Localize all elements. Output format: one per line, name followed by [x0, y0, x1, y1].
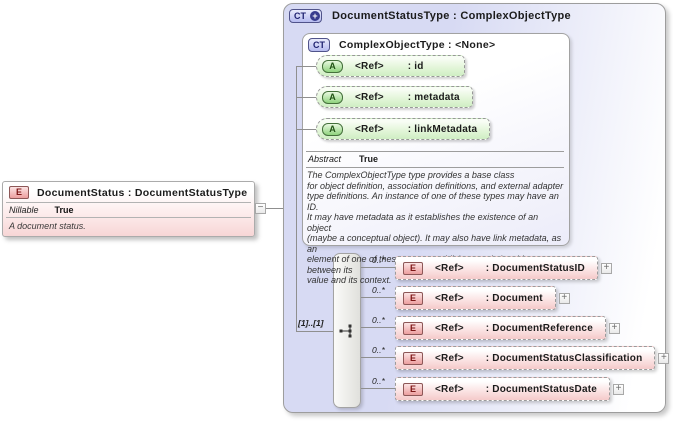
divider: [6, 202, 251, 203]
attribute-row[interactable]: A <Ref> : linkMetadata: [296, 118, 491, 140]
attribute-ref: <Ref>: [355, 60, 384, 72]
expand-button[interactable]: +: [658, 352, 670, 364]
complextype-badge-icon: CT: [308, 38, 330, 52]
divider: [306, 167, 564, 168]
connector-line: 0..*: [361, 255, 395, 280]
expand-button[interactable]: +: [613, 383, 625, 395]
element-badge-icon: E: [403, 321, 423, 335]
element-ref: <Ref>: [435, 383, 464, 395]
divider: [306, 151, 564, 152]
element-shape-documentstatusid[interactable]: E <Ref> : DocumentStatusID: [395, 256, 598, 280]
attribute-name: : metadata: [407, 91, 460, 103]
abstract-label: Abstract: [308, 154, 342, 164]
element-badge-icon: E: [403, 261, 423, 275]
connector-line: 0..*: [361, 376, 395, 401]
element-shape-documentstatusclassification[interactable]: E <Ref> : DocumentStatusClassification: [395, 346, 656, 370]
attribute-badge-icon: A: [322, 90, 343, 104]
attribute-row[interactable]: A <Ref> : id: [296, 55, 465, 77]
connector-line: 0..*: [361, 315, 395, 340]
element-box-title: DocumentStatus : DocumentStatusType: [37, 186, 248, 199]
occurs-label: 0..*: [372, 376, 385, 386]
attribute-badge-icon: A: [322, 59, 343, 73]
occurs-label: 0..*: [372, 315, 385, 325]
element-row: 0..* E <Ref> : DocumentStatusClassificat…: [361, 345, 670, 370]
connector-line: [296, 96, 316, 98]
attribute-shape-linkmetadata[interactable]: A <Ref> : linkMetadata: [316, 118, 491, 140]
attribute-badge-icon: A: [322, 122, 343, 136]
nillable-row: Nillable True: [3, 203, 254, 217]
expand-button[interactable]: +: [608, 322, 620, 334]
element-row: 0..* E <Ref> : DocumentStatusDate +: [361, 376, 625, 401]
connector-line: 0..*: [361, 285, 395, 310]
connector-line: 0..*: [361, 345, 395, 370]
base-type-header: CT ComplexObjectType : <None>: [308, 38, 495, 52]
attribute-shape-id[interactable]: A <Ref> : id: [316, 55, 465, 77]
type-panel-header: CT + DocumentStatusType : ComplexObjectT…: [289, 9, 571, 23]
abstract-row: Abstract True: [308, 154, 378, 164]
abstract-value: True: [359, 154, 379, 164]
type-panel-title: DocumentStatusType : ComplexObjectType: [332, 10, 571, 22]
element-row: 0..* E <Ref> : DocumentReference +: [361, 315, 620, 340]
attribute-ref: <Ref>: [355, 91, 384, 103]
element-ref: <Ref>: [435, 352, 464, 364]
element-row: 0..* E <Ref> : Document +: [361, 285, 570, 310]
cardinality-label: [1]..[1]: [298, 318, 324, 328]
element-box-documentstatus[interactable]: E DocumentStatus : DocumentStatusType Ni…: [2, 181, 255, 237]
occurs-label: 0..*: [372, 285, 385, 295]
element-name: : DocumentStatusDate: [485, 383, 598, 395]
attribute-shape-metadata[interactable]: A <Ref> : metadata: [316, 86, 473, 108]
connector-trunk: [296, 66, 297, 331]
connector-line: [296, 331, 333, 332]
collapse-toggle-button[interactable]: −: [255, 203, 266, 214]
element-ref: <Ref>: [435, 292, 464, 304]
occurs-label: 0..*: [372, 345, 385, 355]
nillable-label: Nillable: [9, 205, 39, 215]
divider: [6, 217, 251, 218]
element-name: : DocumentStatusClassification: [485, 352, 643, 364]
attribute-row[interactable]: A <Ref> : metadata: [296, 86, 473, 108]
element-name: : Document: [485, 292, 543, 304]
sequence-icon: [339, 324, 352, 338]
element-annotation: A document status.: [9, 221, 86, 231]
derived-plus-icon: +: [310, 11, 320, 21]
occurs-label: 0..*: [372, 255, 385, 265]
element-badge-icon: E: [403, 382, 423, 396]
connector-line: [296, 65, 316, 67]
element-box-header: E DocumentStatus : DocumentStatusType: [3, 182, 254, 202]
element-shape-documentstatusdate[interactable]: E <Ref> : DocumentStatusDate: [395, 377, 611, 401]
element-name: : DocumentStatusID: [485, 262, 585, 274]
connector-line: [296, 128, 316, 130]
element-ref: <Ref>: [435, 262, 464, 274]
element-shape-documentreference[interactable]: E <Ref> : DocumentReference: [395, 316, 606, 340]
element-name: : DocumentReference: [485, 322, 593, 334]
nillable-value: True: [54, 205, 74, 215]
base-type-title: ComplexObjectType : <None>: [339, 39, 496, 51]
expand-button[interactable]: +: [558, 292, 570, 304]
expand-button[interactable]: +: [600, 262, 612, 274]
connector-line: [266, 208, 296, 209]
element-badge-icon: E: [403, 291, 423, 305]
attribute-name: : id: [407, 60, 424, 72]
attribute-ref: <Ref>: [355, 123, 384, 135]
attribute-name: : linkMetadata: [407, 123, 478, 135]
element-ref: <Ref>: [435, 322, 464, 334]
element-row: 0..* E <Ref> : DocumentStatusID +: [361, 255, 612, 280]
element-badge-icon: E: [9, 186, 29, 199]
complextype-badge-text: CT: [294, 10, 306, 21]
element-shape-document[interactable]: E <Ref> : Document: [395, 286, 556, 310]
complextype-badge-icon: CT +: [289, 9, 322, 23]
element-badge-icon: E: [403, 351, 423, 365]
